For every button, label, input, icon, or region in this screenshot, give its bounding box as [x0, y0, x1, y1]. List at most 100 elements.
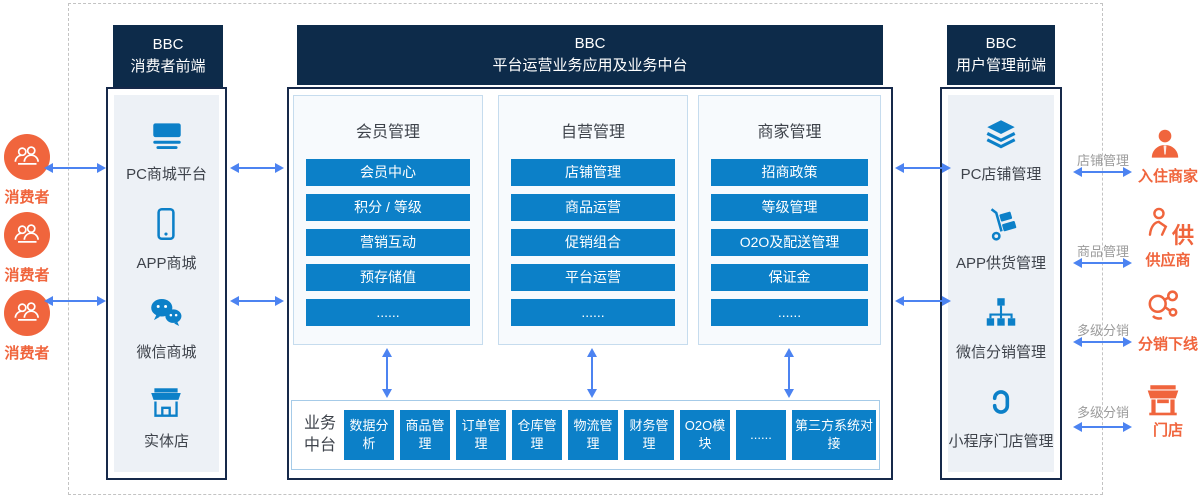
hub-module-order-management: 订单管理: [456, 410, 506, 460]
feature-box-investment-policy: 招商政策: [711, 159, 868, 186]
relation-label: 多级分销: [1076, 405, 1129, 420]
consumer-label: 消费者: [4, 345, 50, 362]
consumer-frontend-header: BBC 消费者前端: [113, 25, 223, 87]
consumer-frontend-panel-inner: PC商城平台 APP商城 微信商城 实体店: [114, 95, 219, 472]
business-hub-label: 业务中台: [303, 415, 336, 454]
miniprogram-store-icon: [992, 390, 1010, 414]
hub-module-data-analysis: 数据分析: [344, 410, 394, 460]
tool-label: APP供货管理: [955, 255, 1046, 272]
consumer-avatar: [4, 212, 50, 258]
consumer-to-frontend-arrow: [44, 163, 106, 173]
backend-to-distributor-arrow: [1073, 337, 1132, 347]
backend-to-supplier-arrow: [1073, 258, 1132, 268]
app-mall-icon: [157, 207, 176, 241]
consumer-avatar: [4, 134, 50, 180]
merchant-icon: [1146, 126, 1184, 164]
group-title: 会员管理: [355, 124, 420, 141]
pc-store-manage-icon: [986, 120, 1016, 149]
tool-wechat-distribution: 微信分销管理: [956, 294, 1046, 362]
feature-box-marketing-interaction: 营销互动: [306, 229, 470, 256]
platform-boundary-dashed-frame: [68, 3, 1103, 495]
feature-box-more: ......: [306, 299, 470, 326]
backend-to-store-arrow: [1073, 422, 1132, 432]
hub-module-product-management: 商品管理: [400, 410, 450, 460]
hub-module-warehouse-management: 仓库管理: [512, 410, 562, 460]
feature-box-o2o-delivery: O2O及配送管理: [711, 229, 868, 256]
user-management-title-line2: 用户管理前端: [955, 57, 1046, 74]
feature-box-prepaid-stored-value: 预存储值: [306, 264, 470, 291]
member-management-group: 会员管理 会员中心 积分 / 等级 营销互动 预存储值 ......: [293, 95, 483, 345]
physical-store-icon: [151, 388, 182, 417]
consumers-group-icon: [14, 146, 39, 165]
frontend-to-platform-arrow: [230, 296, 284, 306]
relation-label: 店铺管理: [1076, 153, 1129, 168]
channel-label: APP商城: [136, 255, 197, 272]
group-to-hub-arrow: [784, 348, 794, 398]
supplier-char-glyph: 供: [1172, 223, 1195, 248]
platform-to-backend-arrow: [895, 163, 951, 173]
self-operated-management-group: 自营管理 店铺管理 商品运营 促销组合 平台运营 ......: [498, 95, 688, 345]
platform-title-line2: 平台运营业务应用及业务中台: [492, 57, 688, 74]
app-supply-icon: [990, 208, 1017, 241]
hub-module-finance-management: 财务管理: [624, 410, 674, 460]
tool-app-supply: APP供货管理: [956, 205, 1046, 273]
platform-header: BBC 平台运营业务应用及业务中台: [297, 25, 883, 85]
partner-label: 供应商: [1145, 252, 1191, 269]
business-hub-strip: 业务中台 数据分析 商品管理 订单管理 仓库管理 物流管理 财务管理 O2O模块…: [291, 400, 880, 470]
tool-label: 小程序门店管理: [948, 433, 1054, 450]
consumer-label: 消费者: [4, 189, 50, 206]
tool-miniprogram-store: 小程序门店管理: [948, 383, 1054, 451]
backend-to-merchant-arrow: [1073, 167, 1132, 177]
channel-label: 微信商城: [136, 344, 197, 361]
channel-wechat-mall: 微信商城: [136, 294, 197, 362]
group-to-hub-arrow: [587, 348, 597, 398]
channel-physical-store: 实体店: [144, 383, 189, 451]
tool-label: PC店铺管理: [960, 166, 1042, 183]
channel-label: 实体店: [143, 433, 189, 450]
group-to-hub-arrow: [382, 348, 392, 398]
consumer-avatar: [4, 290, 50, 336]
feature-box-more: ......: [711, 299, 868, 326]
feature-box-level-management: 等级管理: [711, 194, 868, 221]
consumer-frontend-panel: PC商城平台 APP商城 微信商城 实体店: [106, 87, 227, 480]
pc-mall-icon: [152, 123, 181, 150]
feature-box-deposit: 保证金: [711, 264, 868, 291]
tool-pc-store-manage: PC店铺管理: [960, 116, 1042, 184]
feature-box-promotion-combo: 促销组合: [511, 229, 675, 256]
consumer-to-frontend-arrow: [44, 296, 106, 306]
consumer-label: 消费者: [4, 267, 50, 284]
consumers-group-icon: [14, 302, 39, 321]
supplier-icon: [1141, 204, 1179, 242]
consumer-frontend-title-line2: 消费者前端: [130, 58, 206, 75]
feature-box-points-levels: 积分 / 等级: [306, 194, 470, 221]
partner-label: 分销下线: [1137, 336, 1198, 353]
user-management-panel-inner: PC店铺管理 APP供货管理 微信分销管理 小程序门店管理: [948, 95, 1054, 472]
feature-box-product-operation: 商品运营: [511, 194, 675, 221]
channel-pc-mall: PC商城平台: [126, 116, 207, 184]
distribution-network-icon: [1144, 288, 1182, 326]
tool-label: 微信分销管理: [955, 344, 1046, 361]
user-management-panel: PC店铺管理 APP供货管理 微信分销管理 小程序门店管理: [940, 87, 1062, 480]
hub-module-more: ......: [736, 410, 786, 460]
channel-label: PC商城平台: [126, 166, 207, 183]
feature-box-platform-operation: 平台运营: [511, 264, 675, 291]
consumer-frontend-title-line1: BBC: [152, 35, 184, 53]
hub-module-third-party-integration: 第三方系统对接: [792, 410, 876, 460]
feature-box-member-center: 会员中心: [306, 159, 470, 186]
feature-box-shop-management: 店铺管理: [511, 159, 675, 186]
hub-module-o2o: O2O模块: [680, 410, 730, 460]
user-management-header: BBC 用户管理前端: [947, 25, 1055, 85]
frontend-to-platform-arrow: [230, 163, 284, 173]
platform-title-line1: BBC: [574, 34, 606, 52]
platform-to-backend-arrow: [895, 296, 951, 306]
group-title: 自营管理: [560, 124, 625, 141]
group-title: 商家管理: [757, 124, 822, 141]
consumers-group-icon: [14, 224, 39, 243]
relation-label: 多级分销: [1076, 323, 1129, 338]
channel-app-mall: APP商城: [136, 205, 197, 273]
merchant-management-group: 商家管理 招商政策 等级管理 O2O及配送管理 保证金 ......: [698, 95, 881, 345]
storefront-icon: [1144, 381, 1182, 419]
relation-label: 商品管理: [1076, 244, 1129, 259]
partner-label: 入住商家: [1137, 168, 1198, 185]
